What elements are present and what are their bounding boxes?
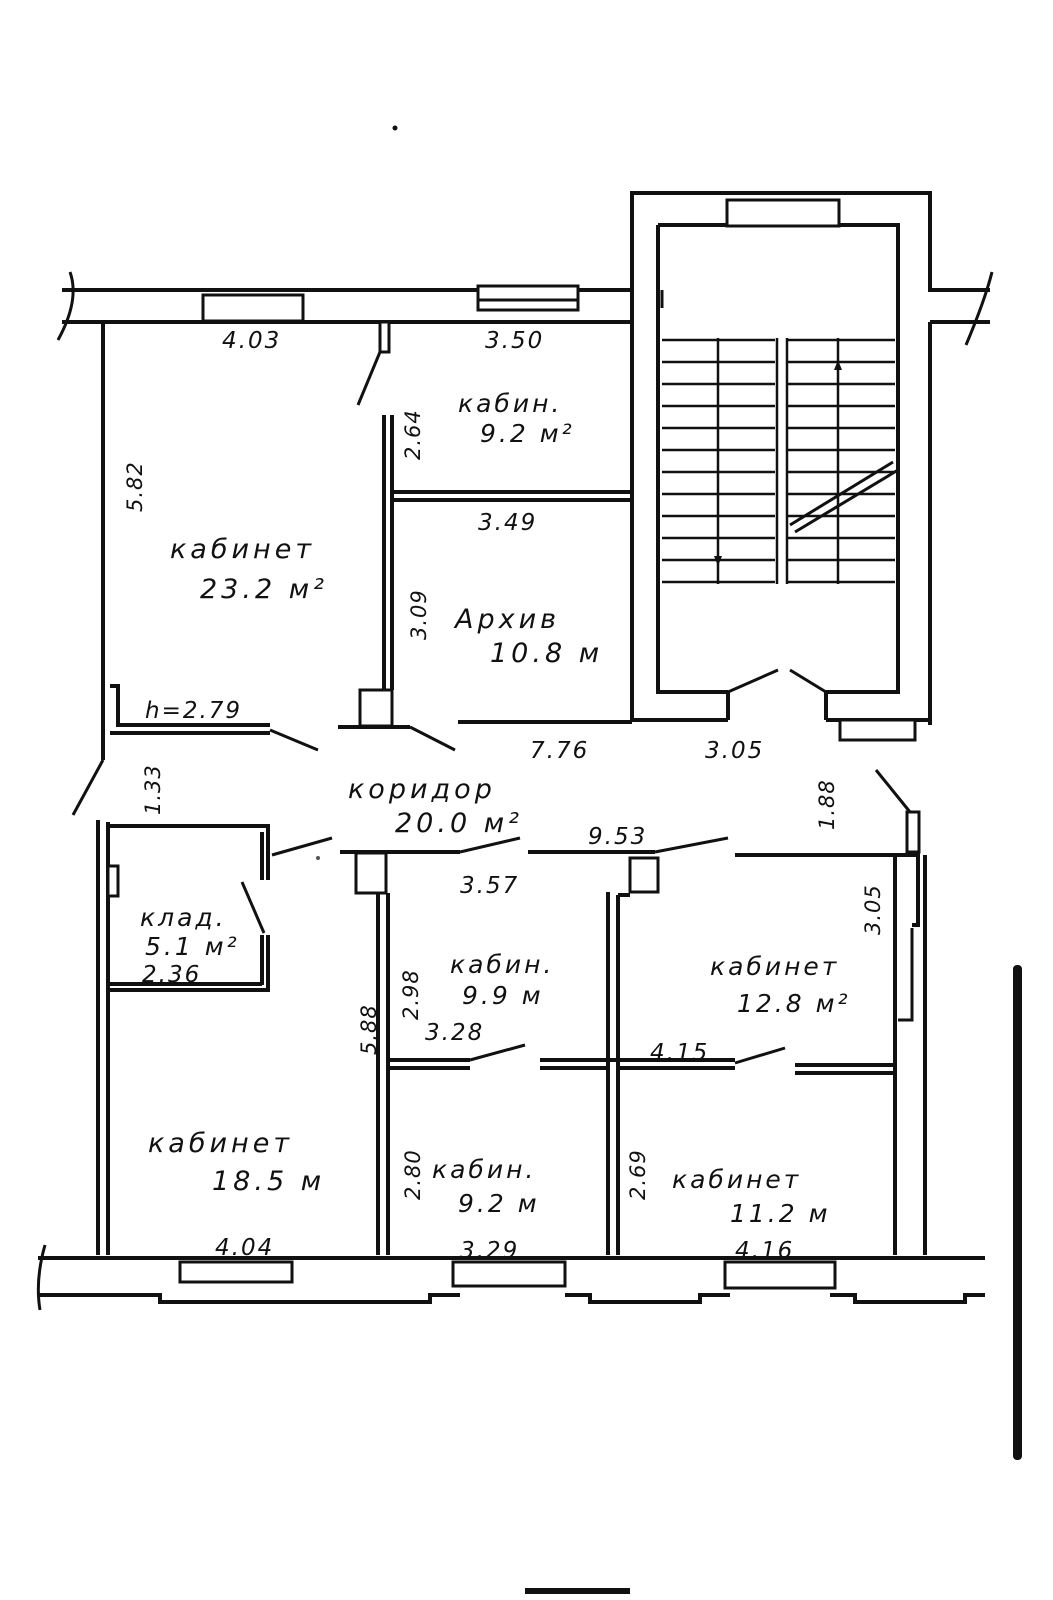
dim-bottom-mid-depth: 2.80: [401, 1149, 425, 1200]
room-area: 23.2 м²: [200, 574, 328, 605]
room-area: 5.1 м²: [145, 932, 240, 961]
dim-bottom-right-depth: 2.69: [626, 1149, 650, 1200]
top-partitions: [110, 320, 632, 752]
left-walls: [71, 322, 110, 1255]
stray-dot: [316, 856, 320, 860]
dim-bottom-right-width: 4.16: [735, 1238, 794, 1264]
room-bottom-mid: кабин. 9.2 м: [432, 1155, 540, 1218]
dim-corridor-len-a: 7.76: [530, 738, 589, 764]
dim-mid-right-width: 4.15: [650, 1040, 709, 1066]
dim-left-depth: 5.88: [357, 1004, 381, 1055]
dim-top-left-width: 4.03: [222, 328, 281, 354]
room-mid-center: кабин. 9.9 м: [450, 950, 554, 1010]
dim-mid-center-inner: 3.28: [425, 1020, 484, 1046]
room-bottom-right: кабинет 11.2 м: [672, 1165, 830, 1228]
dim-mid-center-width: 3.57: [460, 873, 519, 899]
room-name: кабинет: [672, 1165, 801, 1194]
room-name: клад.: [140, 903, 227, 932]
dim-corridor-len-b: 3.05: [705, 738, 764, 764]
room-name: кабинет: [170, 534, 315, 565]
room-width: 2.36: [142, 962, 201, 988]
room-archive: Архив 10.8 м: [453, 604, 603, 669]
stairwell: [630, 191, 994, 742]
room-area: 9.2 м²: [480, 419, 575, 448]
stray-dot: [392, 125, 398, 131]
room-corridor: коридор 20.0 м²: [348, 774, 523, 839]
dim-archive-depth: 3.09: [407, 589, 431, 640]
dim-mid-center-depth: 2.98: [399, 969, 423, 1020]
room-bottom-left: кабинет 18.5 м: [148, 1128, 325, 1197]
window-top-left: [201, 293, 305, 323]
mid-partitions: [106, 824, 927, 1255]
room-area: 18.5 м: [212, 1166, 325, 1197]
dim-archive-width: 3.49: [478, 510, 537, 536]
dim-top-left-depth: 5.82: [123, 461, 147, 512]
bottom-exterior-wall: [36, 1244, 985, 1311]
room-name: кабин.: [432, 1155, 536, 1184]
room-area: 11.2 м: [730, 1199, 830, 1228]
dim-bottom-left-width: 4.04: [215, 1235, 274, 1261]
dim-corridor-len-c: 9.53: [588, 824, 647, 850]
dim-corridor-w-right: 1.88: [815, 779, 839, 830]
room-pantry: клад. 5.1 м² 2.36: [140, 903, 240, 988]
dim-ceiling-height: h=2.79: [145, 698, 242, 724]
room-name: кабинет: [148, 1128, 293, 1159]
dim-mid-right-depth: 3.05: [861, 884, 885, 935]
room-area: 12.8 м²: [737, 989, 851, 1018]
scrollbar[interactable]: [1013, 965, 1022, 1460]
room-name: коридор: [348, 774, 496, 805]
room-name: кабин.: [458, 389, 562, 418]
dim-top-mid-depth: 2.64: [401, 409, 425, 460]
room-name: Архив: [453, 604, 560, 635]
dim-top-mid-width: 3.50: [485, 328, 544, 354]
dim-bottom-mid-width: 3.29: [460, 1238, 519, 1264]
room-area: 20.0 м²: [395, 808, 523, 839]
window-top-mid: [476, 284, 580, 312]
room-area: 9.2 м: [458, 1189, 540, 1218]
room-area: 9.9 м: [462, 981, 544, 1010]
room-area: 10.8 м: [490, 638, 603, 669]
right-corridor-door: [874, 769, 921, 854]
dimension-labels: 4.03 3.50 3.49 h=2.79 7.76 3.05 9.53 3.5…: [123, 328, 885, 1264]
room-top-left: кабинет 23.2 м²: [170, 534, 328, 605]
room-name: кабинет: [710, 952, 839, 981]
room-name: кабин.: [450, 950, 554, 979]
page-edge-mark: [525, 1588, 630, 1594]
room-top-mid: кабин. 9.2 м²: [458, 389, 575, 448]
dim-corridor-w-left: 1.33: [141, 764, 165, 815]
room-mid-right: кабинет 12.8 м²: [710, 952, 851, 1018]
